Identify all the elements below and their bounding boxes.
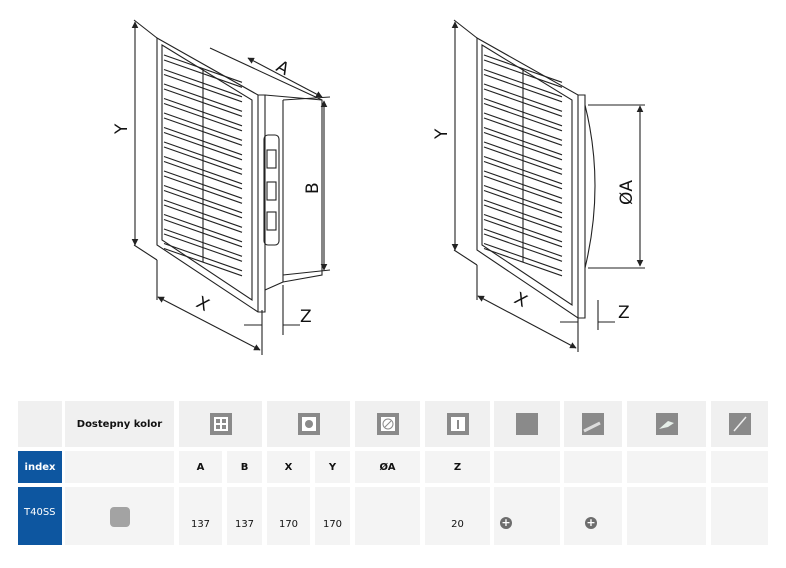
header-mounting — [627, 401, 706, 447]
dim-label-z-right: Z — [618, 303, 630, 323]
dim-label-b: B — [303, 182, 323, 194]
header-z — [425, 401, 490, 447]
empty-cell — [627, 451, 706, 483]
dim-label-y: Y — [112, 123, 132, 135]
add-option-button[interactable]: + — [585, 516, 597, 529]
value-y: 170 — [315, 487, 350, 545]
dim-header-a: A — [179, 451, 222, 483]
dim-header-z: Z — [425, 451, 490, 483]
dim-header-y: Y — [315, 451, 350, 483]
value-oa — [355, 487, 420, 545]
color-header: Dostepny kolor — [65, 401, 174, 447]
header-rod — [711, 401, 768, 447]
empty-cell — [494, 451, 560, 483]
dim-label-x-right: X — [511, 289, 531, 312]
header-mesh — [564, 401, 622, 447]
dim-header-x: X — [267, 451, 310, 483]
empty-cell — [711, 487, 768, 545]
option-cell: + — [494, 487, 560, 545]
grille-technical-drawing: Y A B X Z Y ØA X Z — [112, 19, 645, 355]
header-empty — [18, 401, 62, 447]
index-header: index — [18, 451, 62, 483]
empty-cell — [711, 451, 768, 483]
dim-header-oa: ØA — [355, 451, 420, 483]
index-value: T40SS — [24, 507, 56, 518]
color-swatch[interactable] — [109, 507, 130, 527]
depth-icon — [446, 413, 469, 435]
value-b: 137 — [227, 487, 262, 545]
color-square-icon — [516, 413, 538, 435]
empty-cell — [627, 487, 706, 545]
dim-label-y-right: Y — [432, 128, 452, 140]
dim-label-diameter-a: ØA — [617, 180, 637, 205]
mounting-clip-icon — [655, 413, 678, 435]
round-duct-icon — [376, 413, 399, 435]
dim-header-b: B — [227, 451, 262, 483]
rod-icon — [728, 413, 751, 435]
row-index: T40SS — [18, 487, 62, 545]
header-color-empty — [65, 451, 174, 483]
option-cell: + — [564, 487, 622, 545]
grid-frame-icon — [209, 413, 232, 435]
add-option-button[interactable]: + — [500, 516, 512, 529]
value-a: 137 — [179, 487, 222, 545]
header-oa — [355, 401, 420, 447]
row-color — [65, 487, 174, 545]
dim-label-a: A — [273, 57, 293, 80]
header-ab — [179, 401, 262, 447]
header-color-square — [494, 401, 560, 447]
value-z: 20 — [425, 487, 490, 545]
dim-label-z: Z — [300, 307, 312, 327]
center-mount-icon — [297, 413, 320, 435]
left-grille-drawing — [131, 19, 331, 355]
header-xy — [267, 401, 350, 447]
right-grille-drawing — [451, 19, 645, 352]
value-x: 170 — [267, 487, 310, 545]
empty-cell — [564, 451, 622, 483]
mesh-icon — [582, 413, 604, 435]
dim-label-x: X — [193, 293, 213, 316]
